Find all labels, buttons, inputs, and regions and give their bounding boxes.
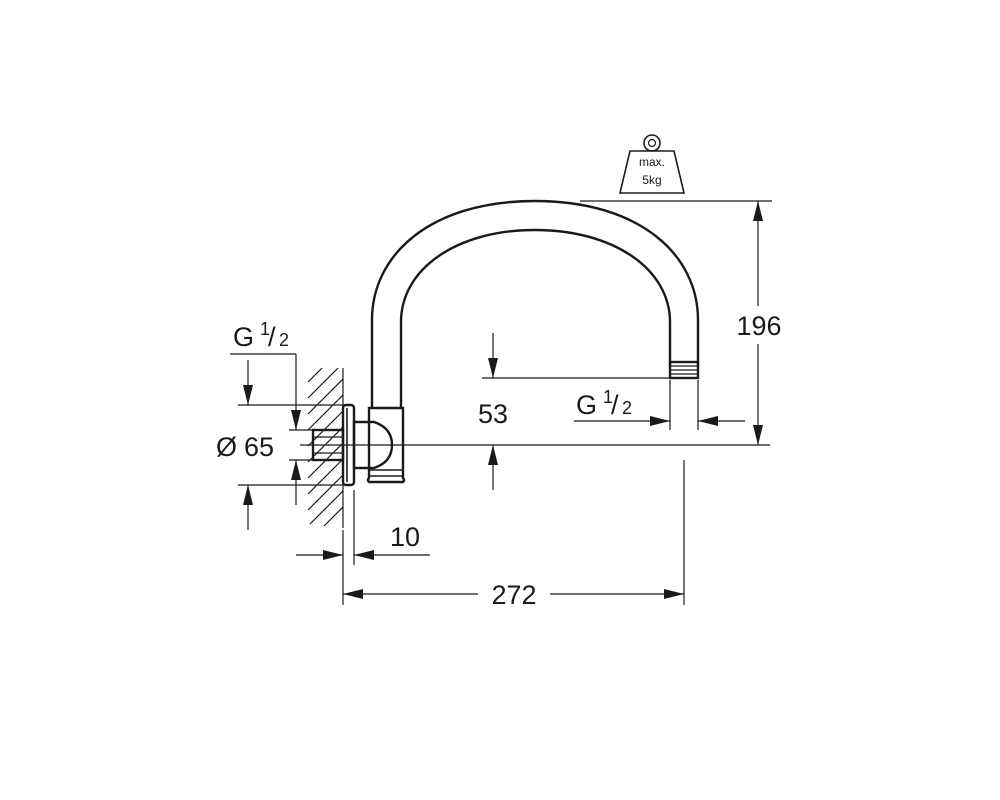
- projection-dimension: 272: [342, 460, 685, 610]
- flange-depth-label: 10: [390, 522, 420, 552]
- outlet-thread-slash: /: [611, 390, 619, 420]
- inlet-thread-dimension: G 1 / 2: [230, 319, 313, 505]
- projection-label: 272: [491, 580, 536, 610]
- flange-diameter-label: 65: [244, 432, 274, 462]
- outlet-thread-letter: G: [576, 390, 597, 420]
- max-load-line1: max.: [639, 155, 665, 169]
- inlet-thread-denominator: 2: [279, 330, 289, 350]
- height-dimension-label: 196: [736, 311, 781, 341]
- outlet-thread-denominator: 2: [622, 398, 632, 418]
- outlet-thread-nipple: [668, 360, 700, 380]
- inlet-thread-slash: /: [268, 322, 276, 352]
- max-load-weight-icon: max. 5kg: [618, 134, 686, 194]
- inlet-thread-numerator: 1: [260, 319, 270, 339]
- flange-diameter-dimension: Ø 65: [216, 360, 343, 530]
- inlet-thread-letter: G: [233, 322, 254, 352]
- outlet-offset-label: 53: [478, 399, 508, 429]
- flange-diameter-symbol: Ø: [216, 432, 237, 462]
- max-load-line2: 5kg: [642, 173, 661, 187]
- height-dimension: 196: [580, 200, 789, 445]
- outlet-thread-numerator: 1: [603, 387, 613, 407]
- flange-depth-dimension: 10: [296, 490, 430, 565]
- outlet-offset-dimension: 53: [478, 333, 670, 490]
- shower-arm-tube: [370, 199, 700, 408]
- outlet-thread-dimension: G 1 / 2: [574, 380, 745, 430]
